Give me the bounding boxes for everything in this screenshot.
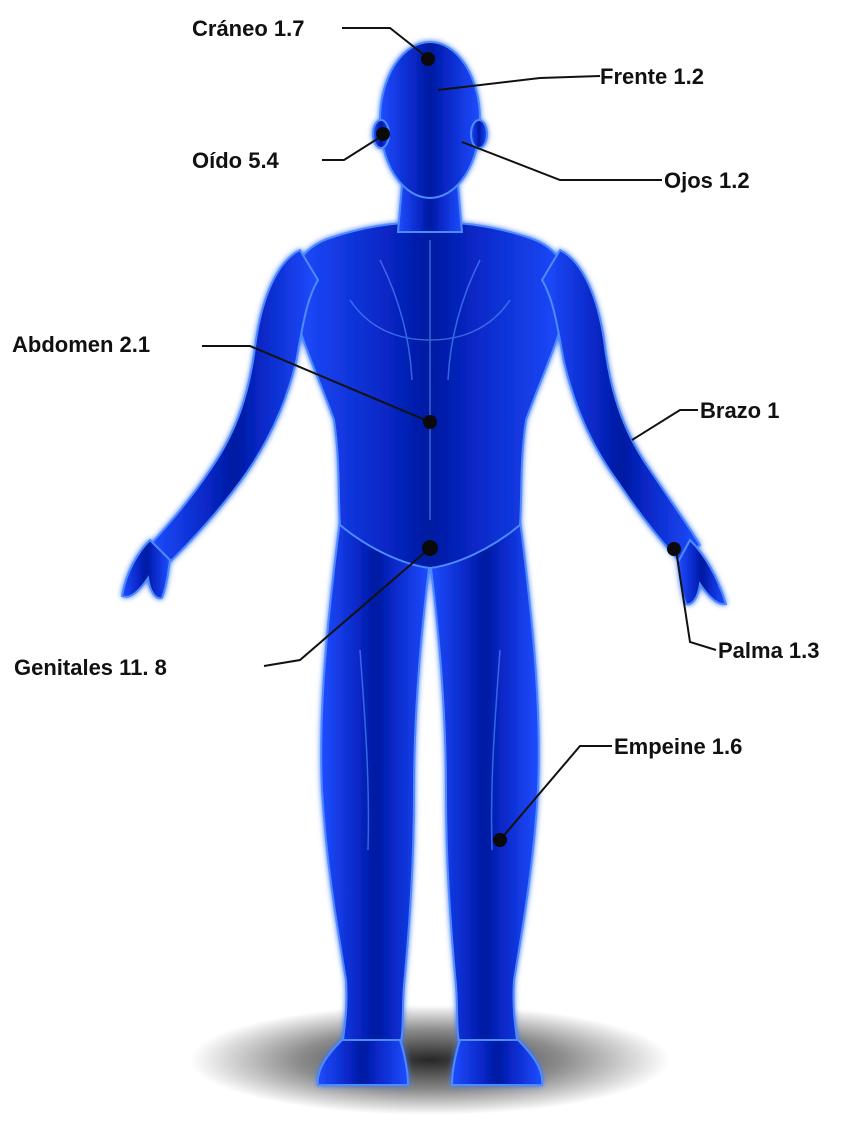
right-arm [542, 250, 700, 562]
point-abdomen [423, 415, 437, 429]
leader-brazo [632, 410, 698, 440]
label-craneo: Cráneo 1.7 [192, 16, 305, 41]
left-leg [321, 520, 430, 1048]
floor-shadow [190, 1005, 670, 1115]
right-ear [471, 120, 487, 148]
label-palma: Palma 1.3 [718, 638, 820, 663]
label-genitales: Genitales 11. 8 [14, 655, 167, 680]
human-figure [122, 42, 726, 1085]
label-frente: Frente 1.2 [600, 64, 704, 89]
right-hand [678, 540, 726, 604]
point-oido [376, 127, 390, 141]
label-ojos: Ojos 1.2 [664, 168, 750, 193]
point-empeine [493, 833, 507, 847]
label-empeine: Empeine 1.6 [614, 734, 742, 759]
leader-ojos [462, 142, 662, 180]
point-palma [667, 542, 681, 556]
right-leg [430, 520, 539, 1048]
label-brazo: Brazo 1 [700, 398, 779, 423]
point-craneo [421, 52, 435, 66]
point-genitales [422, 540, 438, 556]
label-abdomen: Abdomen 2.1 [12, 332, 150, 357]
label-oido: Oído 5.4 [192, 148, 280, 173]
left-arm [150, 250, 318, 562]
